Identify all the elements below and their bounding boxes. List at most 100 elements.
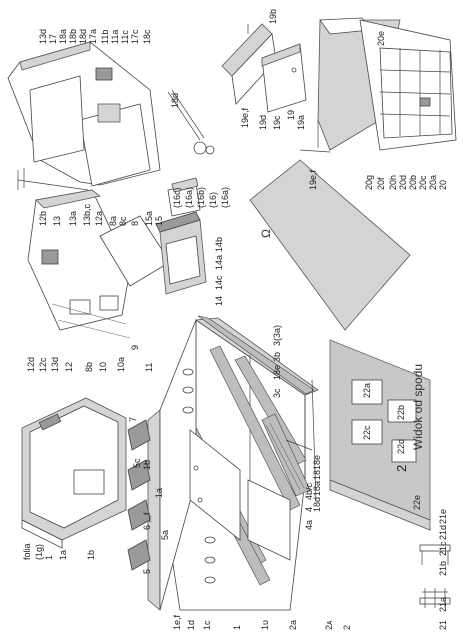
label-15: 15 bbox=[154, 216, 164, 226]
label-16b: (16b) bbox=[196, 187, 206, 208]
label-1u: 1ᴜ bbox=[260, 620, 270, 630]
part-15-box bbox=[167, 177, 201, 217]
label-4a: 4a bbox=[304, 520, 314, 530]
label-18c: 18c bbox=[142, 29, 152, 44]
label-6: 6 ,,,f bbox=[142, 512, 152, 530]
label-17c: 17c bbox=[130, 29, 140, 44]
label-20f: 20f bbox=[376, 177, 386, 190]
label-20g: 20g bbox=[364, 175, 374, 190]
label-18e: 18e bbox=[312, 455, 322, 470]
label-11b: 11b bbox=[100, 30, 110, 44]
label-4bc: 4b/c bbox=[304, 482, 314, 500]
label-21e: 21e bbox=[438, 509, 448, 524]
label-3b: 3b bbox=[272, 352, 282, 362]
label-20b: 20b bbox=[408, 175, 418, 190]
house-assembly-12-13 bbox=[27, 189, 171, 339]
label-22a: 22a bbox=[362, 383, 372, 398]
label-19a: 19a bbox=[296, 115, 306, 130]
label-21c: 21c bbox=[438, 541, 448, 556]
label-8: 8 bbox=[130, 221, 140, 226]
label-13: 13 bbox=[52, 216, 62, 226]
label-11c: 11c bbox=[120, 30, 130, 44]
label-16a: (16a) bbox=[184, 187, 194, 208]
label-13bc: 13b,c bbox=[82, 203, 92, 226]
label-17: 17 bbox=[48, 34, 58, 44]
label-20h: 20h bbox=[388, 175, 398, 190]
label-5a: 5a bbox=[160, 530, 170, 540]
label-14a: 14a bbox=[214, 255, 224, 270]
label-21a: 21a bbox=[438, 597, 448, 612]
label-3c: 3c bbox=[272, 388, 282, 398]
svg-text:Ω: Ω bbox=[259, 229, 273, 238]
label-18a-top: 18a bbox=[58, 29, 68, 44]
label-3: 3(3a) bbox=[272, 325, 282, 346]
part-14-box bbox=[155, 211, 207, 295]
roof-tiles bbox=[127, 368, 216, 584]
label-2: 2 bbox=[342, 625, 352, 630]
main-frame-assembly bbox=[147, 315, 319, 611]
label-8a: 8a bbox=[108, 216, 118, 226]
label-21d: 21d bbox=[438, 525, 448, 540]
label-10: 10 bbox=[98, 362, 108, 372]
label-20: 20 bbox=[438, 180, 448, 190]
house-assembly-11-17 bbox=[7, 41, 161, 191]
label-14: 14 bbox=[214, 296, 224, 306]
label-1c: 1c bbox=[202, 620, 212, 630]
label-11: 11 bbox=[144, 363, 154, 372]
label-22c: 22c bbox=[362, 425, 372, 440]
label-1: 1 bbox=[44, 555, 54, 560]
label-12b: 12b bbox=[38, 211, 48, 226]
label-19b: 19b bbox=[268, 9, 278, 24]
label-18a: 18a bbox=[312, 481, 322, 496]
label-5c: 5c bbox=[132, 458, 142, 468]
label-11a: 11a bbox=[110, 30, 120, 44]
label-12d: 12d bbox=[26, 357, 36, 372]
label-5: 5 bbox=[142, 569, 152, 574]
label-18d-mid: 18d bbox=[170, 93, 180, 108]
label-17a: 17a bbox=[88, 29, 98, 44]
part-20-building bbox=[299, 17, 457, 153]
label-22d: 22d bbox=[396, 439, 406, 454]
label-16a2: (16a) bbox=[220, 187, 230, 208]
part-1-sheet bbox=[21, 397, 127, 549]
label-15a: 15a bbox=[144, 211, 154, 226]
label-folia: folia bbox=[22, 543, 32, 560]
label-1b: 1b bbox=[86, 550, 96, 560]
label-12c: 12c bbox=[38, 357, 48, 372]
label-20c: 20c bbox=[418, 175, 428, 190]
label-19d: 19d bbox=[258, 115, 268, 130]
part-21-bench bbox=[419, 544, 451, 608]
label-20e: 20e bbox=[376, 31, 386, 46]
label-19c: 19c bbox=[272, 115, 282, 130]
label-20a: 20a bbox=[428, 175, 438, 190]
label-1a-mid: 1a bbox=[154, 488, 164, 498]
label-8c: 8c bbox=[118, 216, 128, 226]
label-18e-mid: 18e bbox=[272, 365, 282, 380]
base-number-2: 2 bbox=[394, 465, 409, 472]
label-20d: 20d bbox=[398, 175, 408, 190]
label-7: 7 bbox=[128, 417, 138, 422]
label-4: 4 bbox=[304, 507, 314, 512]
label-16: (16) bbox=[208, 192, 218, 208]
ground-plate-center: Ω bbox=[249, 159, 411, 331]
label-22b: 22b bbox=[396, 405, 406, 420]
part-19-assembly bbox=[221, 23, 307, 113]
label-21: 21 bbox=[438, 620, 448, 630]
base-plate-2 bbox=[329, 339, 431, 531]
label-18d-low: 18d bbox=[312, 497, 322, 512]
label-22e: 22e bbox=[412, 495, 422, 510]
label-13d: 13d bbox=[50, 357, 60, 372]
label-9: 9 bbox=[130, 345, 140, 350]
label-1b-mid: 1b bbox=[142, 460, 152, 470]
label-18: 18 bbox=[312, 470, 322, 480]
label-21b: 21b bbox=[438, 561, 448, 576]
label-16c: (16c) bbox=[172, 187, 182, 208]
label-8b: 8b bbox=[84, 362, 94, 372]
label-12: 12 bbox=[64, 362, 74, 372]
label-2u: 2a bbox=[288, 620, 298, 630]
label-2a: 2ᴀ bbox=[324, 620, 334, 630]
label-1d: 1d bbox=[186, 620, 196, 630]
label-1g: (1g) bbox=[34, 544, 44, 560]
label-18b: 18b bbox=[68, 29, 78, 44]
